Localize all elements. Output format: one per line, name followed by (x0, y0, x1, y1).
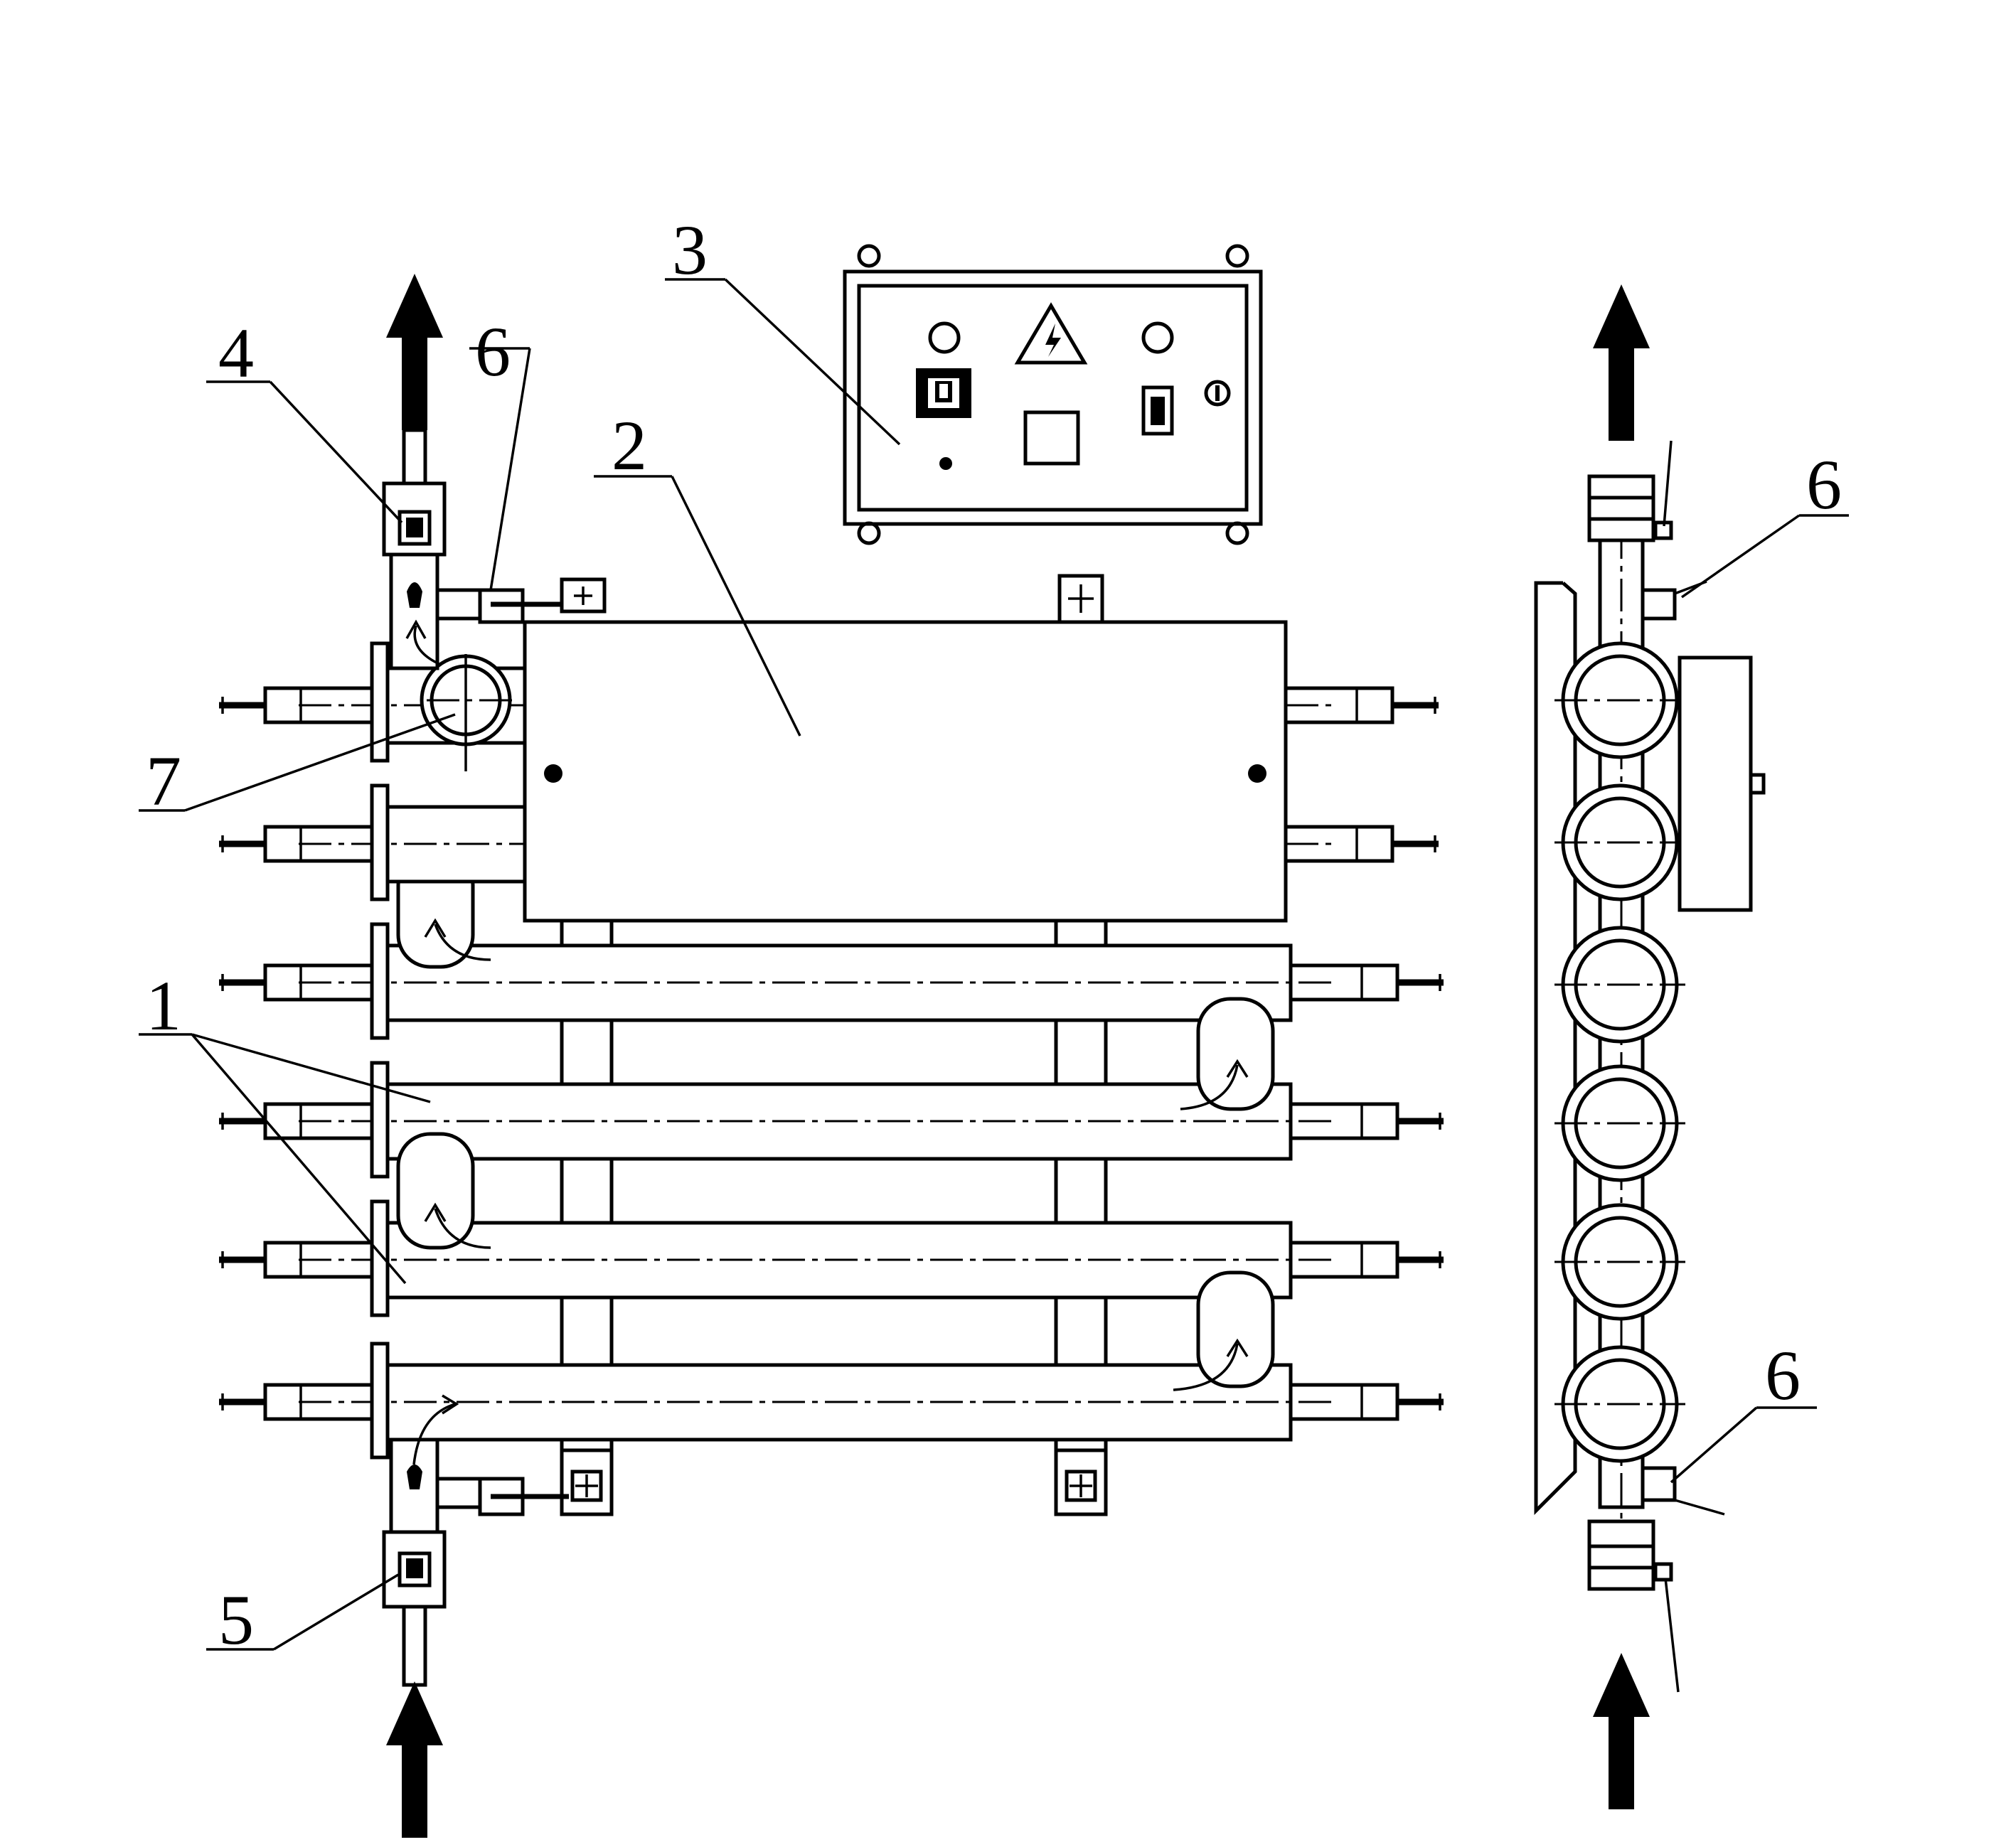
heating-tube-row-4 (219, 1061, 1444, 1179)
side-view (1534, 284, 1766, 1809)
heating-tube-row-5 (219, 1199, 1444, 1317)
inlet-flow-arrow-icon (386, 1681, 443, 1838)
inlet-valve-assembly (382, 1394, 569, 1687)
reset-dot (939, 457, 952, 470)
tube-connector-left-lower (396, 1132, 491, 1250)
label-heating-tubes: 1 (146, 966, 181, 1045)
electric-warning-icon (1014, 302, 1088, 365)
label-side-drain-valve-top: 6 (1806, 445, 1842, 524)
label-drain-valve-top: 6 (475, 312, 511, 391)
heating-tube-row-2 (219, 783, 1439, 901)
indicator-lamp-left-icon (928, 321, 961, 354)
front-view (219, 274, 1444, 1838)
casing-box (523, 574, 1288, 923)
outlet-valve-assembly (382, 428, 607, 670)
leader-lines (139, 278, 1849, 1651)
label-pressure-gauge: 7 (146, 742, 181, 820)
display-window (1023, 410, 1080, 466)
switch-toggle-icon[interactable] (1141, 385, 1174, 436)
side-drain-valve-bottom (1641, 1466, 1725, 1516)
tube-connector-right-lower (1173, 1270, 1275, 1391)
tube-connector-right-upper (1180, 997, 1275, 1111)
heating-tube-row-6 (219, 1342, 1444, 1460)
label-outlet-valve: 4 (218, 314, 254, 392)
pressure-gauge (420, 654, 512, 771)
fuse-holder-icon (1204, 380, 1231, 407)
outlet-flow-arrow-icon (386, 274, 443, 430)
power-icon[interactable] (916, 368, 971, 418)
indicator-lamp-right-icon (1141, 321, 1174, 354)
heating-tube-row-3 (219, 922, 1444, 1040)
label-control-box: 3 (672, 210, 708, 289)
side-outlet-flow-arrow-icon (1593, 284, 1650, 441)
label-side-drain-valve-bottom: 6 (1765, 1336, 1801, 1415)
control-box (843, 244, 1263, 545)
side-inlet-flow-arrow-icon (1593, 1653, 1650, 1809)
label-casing: 2 (612, 406, 647, 485)
label-inlet-valve: 5 (218, 1580, 254, 1659)
